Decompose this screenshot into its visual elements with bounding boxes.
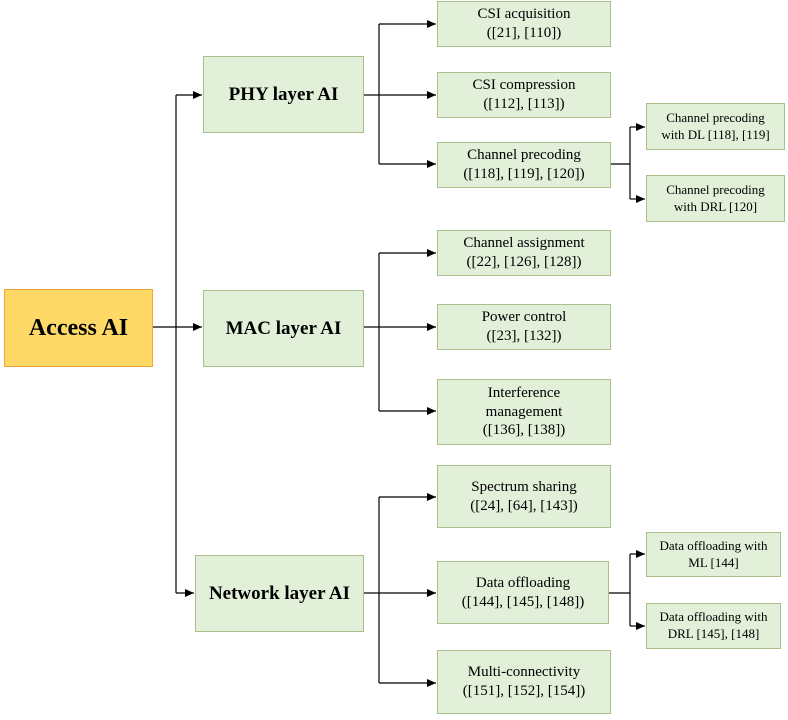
interference-management-title-2: management: [485, 403, 563, 420]
power-control-refs: ([23], [132]): [486, 328, 562, 344]
channel-assignment-title: Channel assignment: [463, 235, 585, 252]
precoding-drl-line2: with DRL [120]: [673, 198, 758, 214]
interference-management-title-1: Interference: [487, 384, 561, 401]
offload-drl-node: Data offloading with DRL [145], [148]: [646, 603, 781, 649]
precoding-dl-line2: with DL [118], [119]: [661, 126, 770, 142]
phy-layer-node: PHY layer AI: [203, 56, 364, 133]
access-ai-label: Access AI: [28, 315, 129, 341]
precoding-dl-line1: Channel precoding: [666, 109, 765, 125]
interference-management-node: Interference management ([136], [138]): [437, 379, 611, 445]
channel-precoding-title: Channel precoding: [467, 147, 581, 164]
offload-ml-node: Data offloading with ML [144]: [646, 532, 781, 577]
channel-precoding-refs: ([118], [119], [120]): [463, 166, 585, 182]
phy-layer-label: PHY layer AI: [228, 83, 339, 105]
network-layer-label: Network layer AI: [208, 582, 351, 604]
offload-ml-line1: Data offloading with: [659, 537, 768, 553]
channel-assignment-refs: ([22], [126], [128]): [466, 254, 582, 270]
csi-acquisition-refs: ([21], [110]): [486, 25, 562, 41]
precoding-drl-line1: Channel precoding: [666, 181, 765, 197]
access-ai-node: Access AI: [4, 289, 153, 367]
precoding-dl-node: Channel precoding with DL [118], [119]: [646, 103, 785, 150]
data-offloading-title: Data offloading: [475, 574, 571, 591]
offload-ml-line2: ML [144]: [688, 554, 739, 570]
spectrum-sharing-title: Spectrum sharing: [471, 478, 577, 495]
data-offloading-node: Data offloading ([144], [145], [148]): [437, 561, 609, 624]
multi-connectivity-title: Multi-connectivity: [467, 664, 581, 681]
csi-compression-node: CSI compression ([112], [113]): [437, 72, 611, 118]
data-offloading-refs: ([144], [145], [148]): [461, 593, 585, 610]
multi-connectivity-refs: ([151], [152], [154]): [462, 683, 586, 699]
csi-acquisition-node: CSI acquisition ([21], [110]): [437, 1, 611, 47]
csi-compression-title: CSI compression: [472, 77, 576, 94]
offload-drl-line1: Data offloading with: [659, 609, 768, 625]
mac-layer-label: MAC layer AI: [225, 317, 342, 339]
interference-management-refs: ([136], [138]): [482, 422, 566, 439]
precoding-drl-node: Channel precoding with DRL [120]: [646, 175, 785, 222]
channel-precoding-node: Channel precoding ([118], [119], [120]): [437, 142, 611, 188]
spectrum-sharing-refs: ([24], [64], [143]): [470, 497, 578, 514]
mac-layer-node: MAC layer AI: [203, 290, 364, 367]
multi-connectivity-node: Multi-connectivity ([151], [152], [154]): [437, 650, 611, 714]
offload-drl-line2: DRL [145], [148]: [667, 626, 760, 641]
power-control-node: Power control ([23], [132]): [437, 304, 611, 350]
power-control-title: Power control: [481, 309, 567, 326]
network-layer-node: Network layer AI: [195, 555, 364, 632]
channel-assignment-node: Channel assignment ([22], [126], [128]): [437, 230, 611, 276]
csi-acquisition-title: CSI acquisition: [477, 6, 571, 23]
spectrum-sharing-node: Spectrum sharing ([24], [64], [143]): [437, 465, 611, 528]
csi-compression-refs: ([112], [113]): [483, 96, 565, 112]
